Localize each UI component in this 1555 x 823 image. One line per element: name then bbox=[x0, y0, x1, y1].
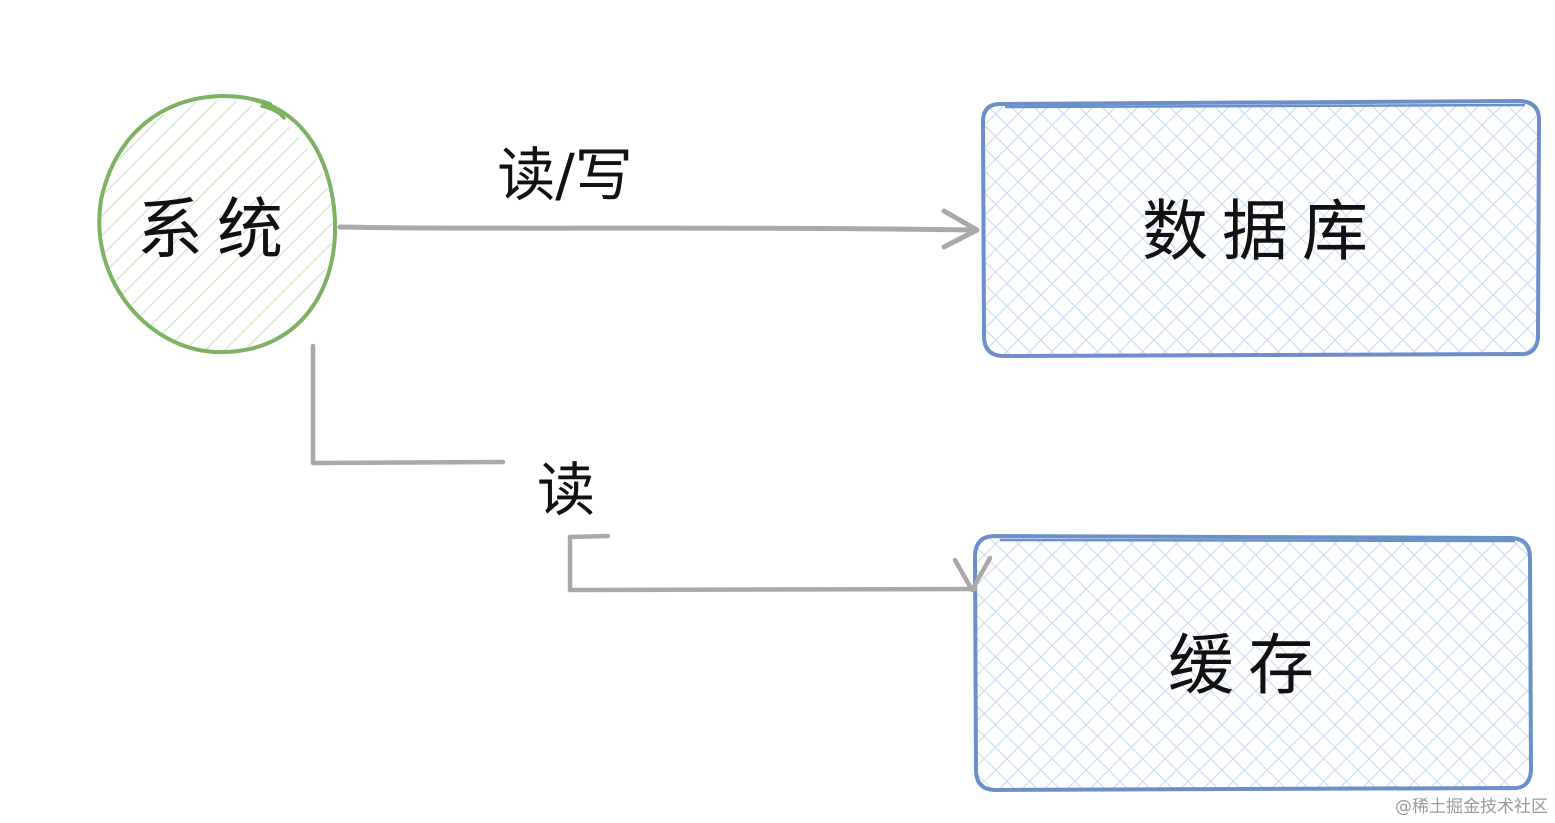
edge-system-to-cache: 读 bbox=[310, 343, 993, 593]
edge-label-read: 读 bbox=[537, 456, 595, 524]
watermark-text: @稀土掘金技术社区 bbox=[1395, 797, 1548, 817]
cache-node: 缓存 bbox=[973, 534, 1533, 792]
system-node: 系统 bbox=[97, 94, 338, 355]
cache-node-label: 缓存 bbox=[1168, 627, 1328, 704]
edge-system-to-database: 读/写 bbox=[337, 141, 980, 250]
database-node-label: 数据库 bbox=[1142, 193, 1382, 270]
database-node: 数据库 bbox=[981, 99, 1542, 358]
edge-label-read-write: 读/写 bbox=[497, 141, 633, 209]
system-node-label: 系统 bbox=[137, 191, 297, 268]
